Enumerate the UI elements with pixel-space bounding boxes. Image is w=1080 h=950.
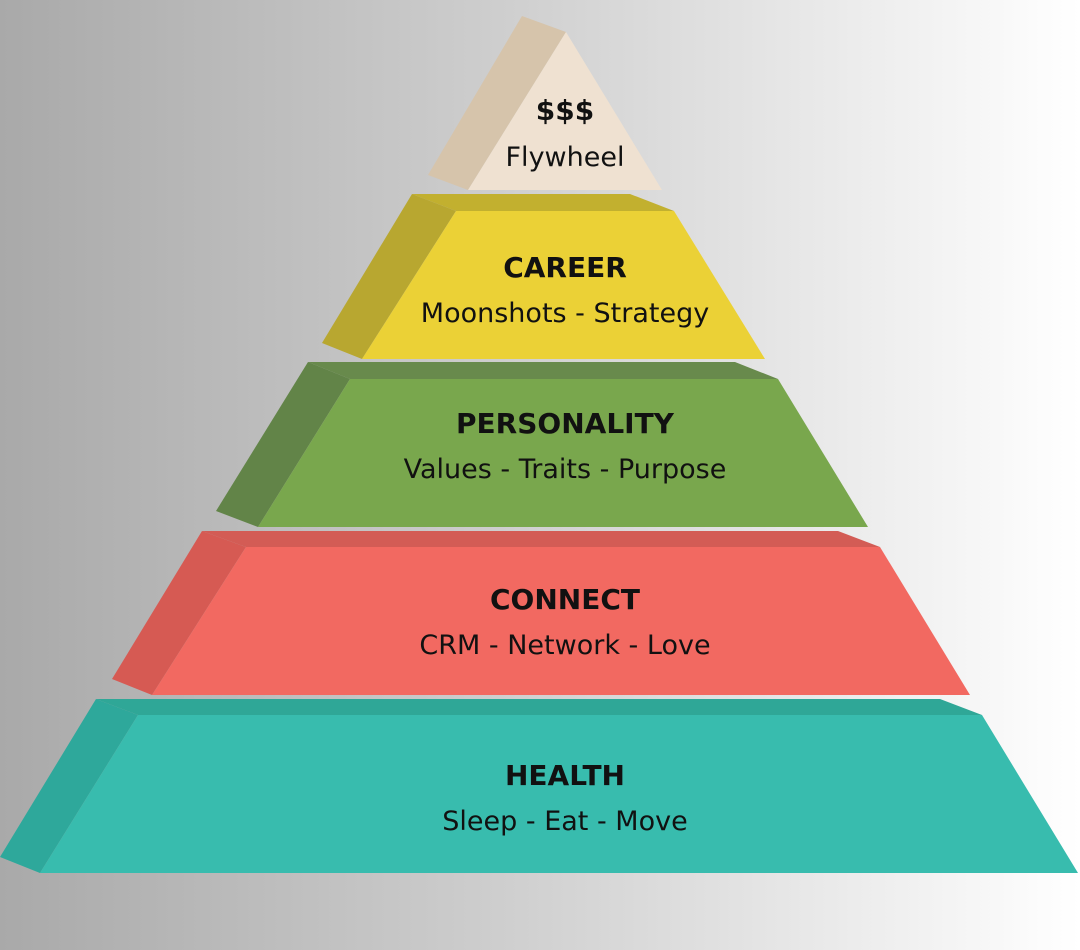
layer-career-title: CAREER [503,251,627,284]
layer-connect-front-face [152,547,970,695]
layer-personality-front-face [258,379,868,527]
layer-career-subtitle: Moonshots - Strategy [421,298,709,329]
pyramid-layer-personality: PERSONALITY Values - Traits - Purpose [216,362,868,527]
layer-personality-side-face [216,362,350,527]
layer-top-title: $$$ [536,94,594,127]
layer-personality-top-face [308,362,778,379]
layer-career-side-face [322,194,456,359]
layer-connect-top-face [202,531,880,547]
layer-personality-title: PERSONALITY [456,407,675,440]
layer-connect-side-face [112,531,246,695]
layer-career-top-face [412,194,674,211]
pyramid-layer-health: HEALTH Sleep - Eat - Move [0,699,1078,873]
layer-health-top-face [96,699,982,715]
layer-health-title: HEALTH [505,759,625,792]
layer-health-subtitle: Sleep - Eat - Move [442,806,687,837]
layer-top-front-face [468,32,662,190]
layer-health-side-face [0,699,138,873]
layer-health-front-face [40,715,1078,873]
pyramid-layer-top: $$$ Flywheel [428,16,662,190]
layer-connect-title: CONNECT [490,583,640,616]
layer-top-subtitle: Flywheel [506,142,625,173]
layer-top-side-face [428,16,566,190]
layer-personality-subtitle: Values - Traits - Purpose [404,454,727,485]
pyramid-layer-connect: CONNECT CRM - Network - Love [112,531,970,695]
layer-career-front-face [362,211,765,359]
layer-connect-subtitle: CRM - Network - Love [419,630,710,661]
pyramid-layer-career: CAREER Moonshots - Strategy [322,194,765,359]
